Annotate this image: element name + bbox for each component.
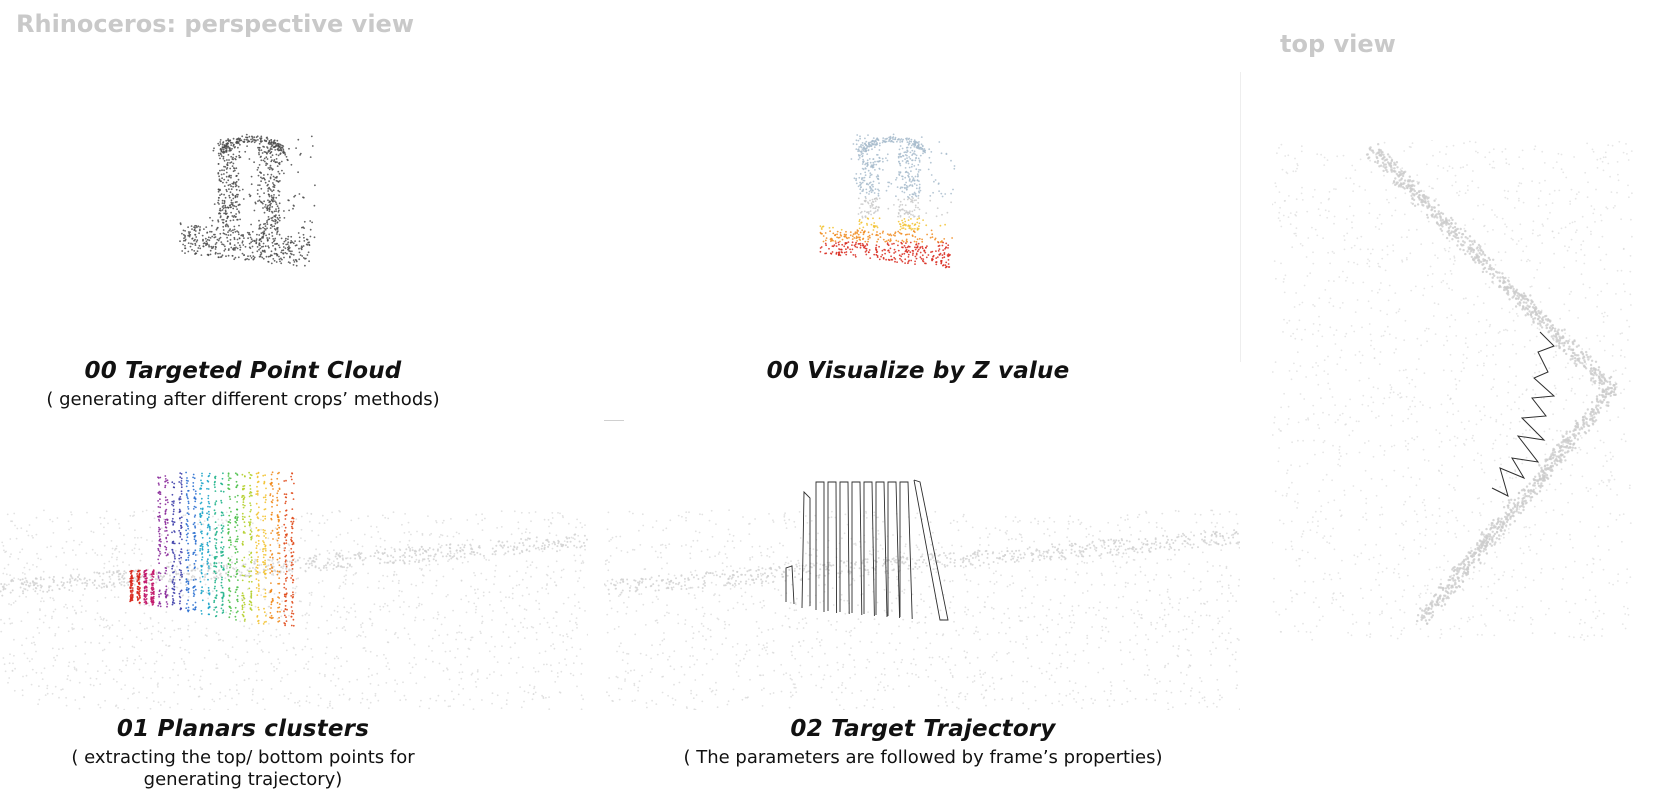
z-value-point-cloud-view[interactable] bbox=[800, 120, 1140, 290]
viewport-tick bbox=[604, 420, 624, 421]
caption-title: 00 Targeted Point Cloud bbox=[84, 358, 402, 384]
planar-clusters-view[interactable] bbox=[0, 420, 588, 710]
viewport-divider bbox=[1240, 72, 1241, 362]
caption-subtitle: ( generating after different crops’ meth… bbox=[46, 389, 440, 410]
target-trajectory-view[interactable] bbox=[604, 420, 1240, 710]
target-trajectory-plot bbox=[604, 479, 1240, 710]
caption-target-trajectory: 02 Target Trajectory ( The parameters ar… bbox=[660, 716, 1186, 769]
targeted-point-cloud-plot bbox=[179, 133, 316, 267]
caption-visualize-z: 00 Visualize by Z value bbox=[690, 358, 1146, 384]
caption-title: 00 Visualize by Z value bbox=[766, 358, 1070, 384]
top-view-plot bbox=[1272, 140, 1633, 641]
planar-clusters-plot bbox=[0, 471, 588, 710]
top-view-viewport[interactable] bbox=[1272, 140, 1672, 680]
caption-subtitle: ( extracting the top/ bottom points for … bbox=[71, 747, 415, 790]
targeted-point-cloud-view[interactable] bbox=[170, 120, 510, 290]
top-view-header: top view bbox=[1280, 30, 1396, 58]
caption-title: 01 Planars clusters bbox=[116, 716, 370, 742]
caption-targeted-point-cloud: 00 Targeted Point Cloud ( generating aft… bbox=[20, 358, 466, 411]
caption-subtitle: ( The parameters are followed by frame’s… bbox=[683, 747, 1163, 768]
perspective-view-header: Rhinoceros: perspective view bbox=[16, 10, 414, 38]
z-value-point-cloud-plot bbox=[819, 133, 956, 269]
caption-planar-clusters: 01 Planars clusters ( extracting the top… bbox=[40, 716, 446, 791]
caption-title: 02 Target Trajectory bbox=[790, 716, 1056, 742]
